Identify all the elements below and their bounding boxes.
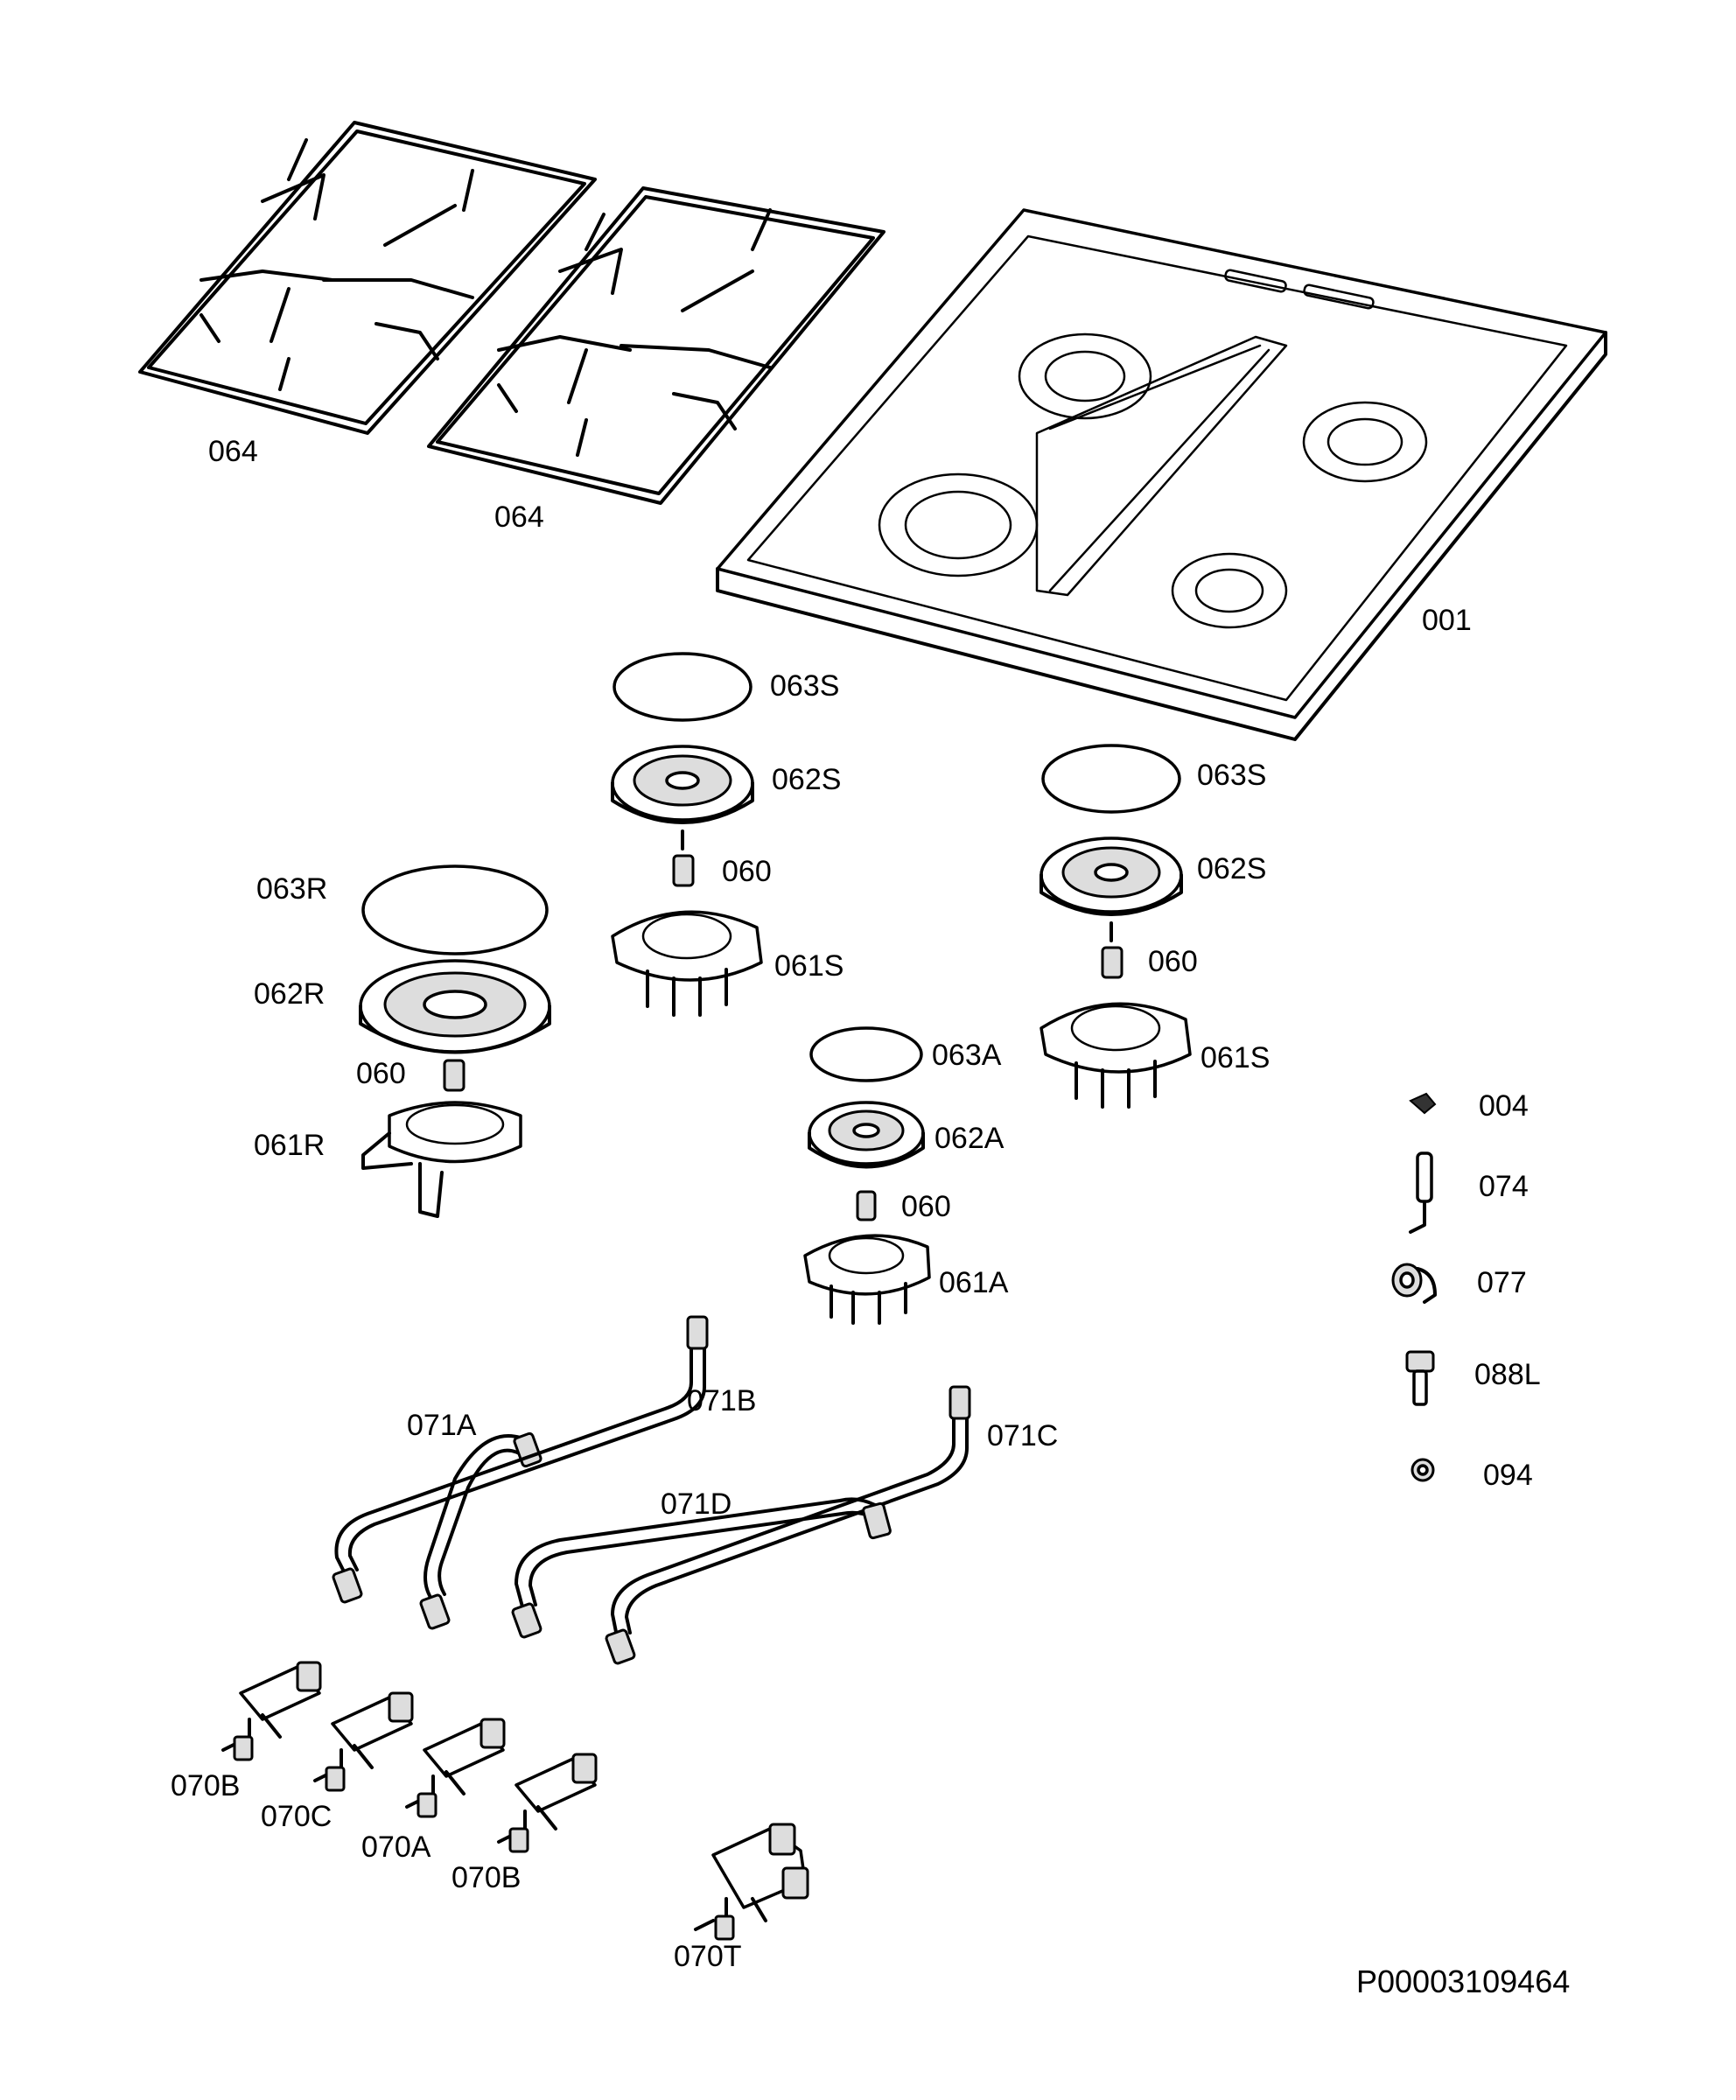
fitting-icon [1405,1350,1435,1406]
burner-base-s-top [611,910,763,1017]
electrode-icon [1409,1152,1433,1234]
injector-a [856,1190,877,1222]
drawing-reference: P00003109464 [1356,1964,1570,1999]
gas-tap-b1 [221,1661,322,1761]
gas-pipe-a [419,1432,542,1630]
label-clip: 004 [1479,1089,1529,1123]
label-injector-a: 060 [901,1190,951,1223]
washer-icon [1410,1458,1435,1482]
label-electrode: 074 [1479,1170,1529,1203]
label-injector-r: 060 [356,1057,406,1090]
label-pipe-d: 071D [661,1488,732,1521]
burner-cap-r [361,864,549,956]
gas-tap-t [694,1823,809,1941]
label-tap-t: 070T [674,1940,742,1973]
label-fitting: 088L [1474,1358,1541,1391]
label-injector-s-right: 060 [1148,945,1198,978]
label-burner-a: 062A [934,1122,1004,1155]
burner-crown-a [808,1101,925,1169]
label-base-s-top: 061S [774,949,844,983]
label-pipe-b: 071B [687,1384,756,1418]
gas-pipe-b [332,1315,709,1604]
label-cap-r: 063R [256,872,327,906]
label-grate-left: 064 [208,435,258,468]
label-elbow: 077 [1477,1266,1527,1299]
gas-tap-b2 [497,1753,598,1853]
label-cap-s-top: 063S [770,669,839,703]
hob-top-plate [716,208,1607,741]
burner-cap-s-top [612,652,752,722]
label-burner-s-right: 062S [1197,852,1266,886]
label-tap-b1: 070B [171,1769,240,1802]
burner-cap-s-right [1041,744,1181,814]
label-base-s-right: 061S [1200,1041,1270,1074]
label-grate-right: 064 [494,500,544,534]
label-washer: 094 [1483,1459,1533,1492]
pan-support-right [427,186,886,505]
label-tap-a: 070A [361,1830,431,1864]
gas-pipe-d [511,1497,892,1639]
gas-pipe-c [605,1385,971,1665]
label-hob-top: 001 [1422,604,1472,637]
clip-icon [1409,1092,1437,1115]
gas-tap-c [313,1691,414,1792]
burner-base-s-right [1040,1002,1192,1109]
pan-support-left [138,121,597,435]
label-pipe-c: 071C [987,1419,1058,1452]
label-base-r: 061R [254,1129,325,1162]
elbow-icon [1391,1263,1437,1304]
label-burner-r: 062R [254,977,325,1011]
injector-r [443,1059,466,1092]
label-injector-s-top: 060 [722,855,772,888]
burner-crown-r [359,959,551,1054]
label-cap-s-right: 063S [1197,759,1266,792]
burner-cap-a [809,1026,923,1082]
burner-crown-s-right [1040,836,1183,942]
label-tap-b2: 070B [452,1861,521,1894]
burner-base-r [361,1101,522,1218]
injector-s-right [1101,946,1124,979]
burner-crown-s-top [611,745,754,850]
label-pipe-a: 071A [407,1409,477,1442]
burner-base-a [803,1234,931,1325]
injector-s-top [672,854,695,887]
label-burner-s-top: 062S [772,763,841,796]
label-base-a: 061A [939,1266,1009,1299]
gas-tap-a [405,1718,506,1818]
label-cap-a: 063A [932,1039,1002,1072]
label-tap-c: 070C [261,1800,332,1833]
